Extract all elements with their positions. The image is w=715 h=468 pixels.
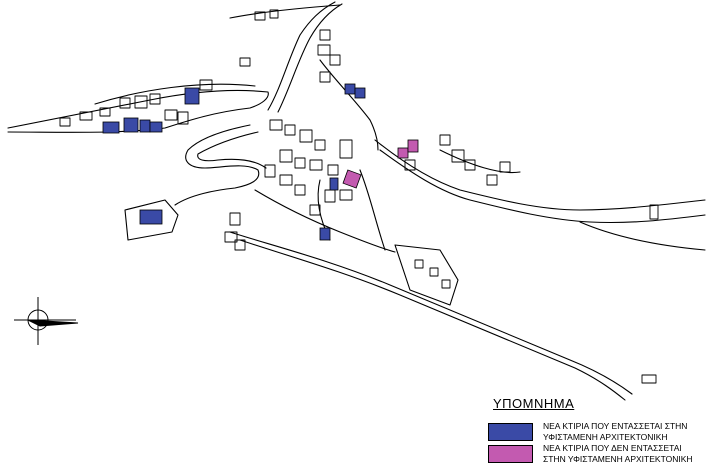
magenta-buildings: [342, 139, 419, 189]
road-east-lower: [579, 221, 706, 251]
road-north-upper: [229, 4, 341, 19]
path-village-2: [359, 169, 386, 251]
plot-west: [124, 199, 179, 241]
legend-item-line2: ΥΦΙΣΤΑΜΕΝΗ ΑΡΧΙΤΕΚΤΟΝΙΚΗ: [543, 432, 668, 442]
road-east: [374, 139, 706, 211]
village-buildings: [59, 9, 659, 384]
legend-swatch-blue: [488, 423, 533, 441]
road-hairpin: [174, 124, 260, 206]
road-northeast: [439, 149, 521, 174]
legend-item-not-integrated: ΝΕΑ ΚΤΙΡΙΑ ΠΟΥ ΔΕΝ ΕΝΤΑΣΣΕΤΑΙ ΣΤΗΝ ΥΦΙΣΤ…: [488, 443, 693, 465]
plot-east: [394, 244, 459, 306]
legend-item-integrated: ΝΕΑ ΚΤΙΡΙΑ ΠΟΥ ΕΝΤΑΣΣΕΤΑΙ ΣΤΗΝ ΥΦΙΣΤΑΜΕΝ…: [488, 421, 687, 443]
road-north-edge: [277, 3, 343, 113]
road-north: [267, 1, 336, 111]
legend-item-line1: ΝΕΑ ΚΤΙΡΙΑ ΠΟΥ ΔΕΝ ΕΝΤΑΣΣΕΤΑΙ: [543, 443, 682, 453]
legend-swatch-magenta: [488, 445, 533, 463]
road-west-upper: [94, 83, 256, 105]
blue-buildings: [102, 83, 366, 241]
north-arrow-icon: [14, 297, 79, 345]
road-southeast: [229, 231, 633, 395]
path-north-hamlet: [319, 59, 379, 151]
path-village-1: [254, 189, 396, 253]
legend-title: ΥΠΟΜΝΗΜΑ: [493, 396, 575, 411]
legend-item-line2: ΣΤΗΝ ΥΦΙΣΤΑΜΕΝΗ ΑΡΧΙΤΕΚΤΟΝΙΚΗ: [543, 454, 693, 464]
legend-item-line1: ΝΕΑ ΚΤΙΡΙΑ ΠΟΥ ΕΝΤΑΣΣΕΤΑΙ ΣΤΗΝ: [543, 421, 688, 431]
road-southeast-edge: [239, 239, 626, 401]
road-east-edge: [379, 149, 706, 224]
road-hairpin-inner: [197, 131, 267, 169]
